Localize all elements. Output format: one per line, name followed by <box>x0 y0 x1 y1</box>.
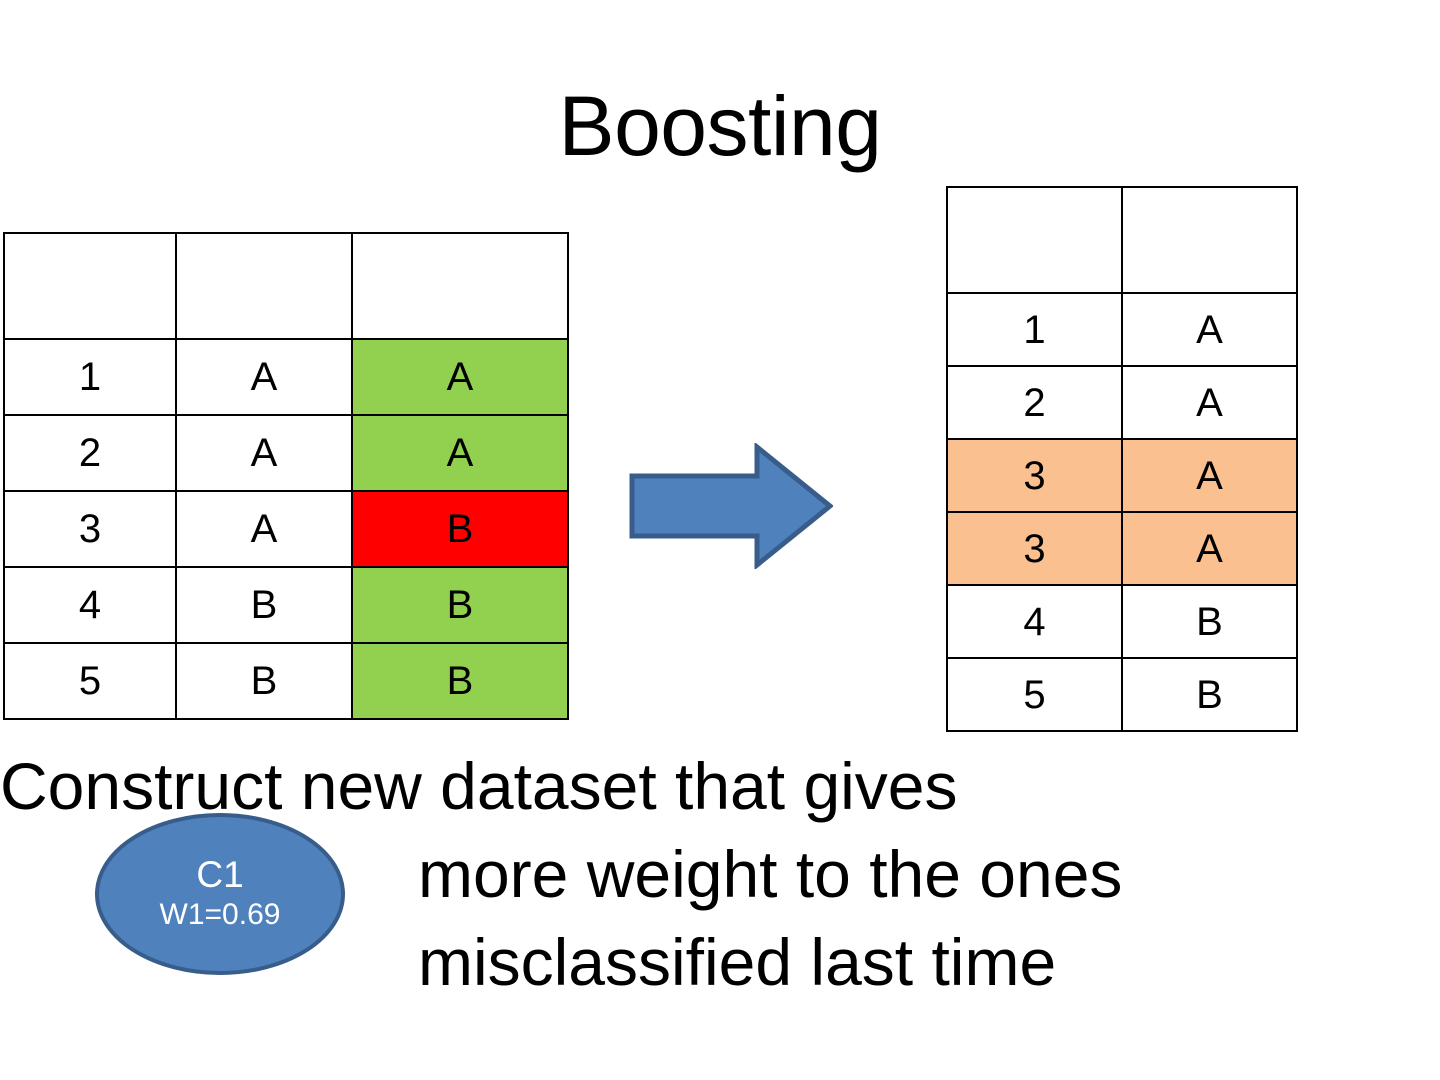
cell-predicted: B <box>351 566 569 644</box>
header-cell-true <box>175 232 353 340</box>
caption-text: Construct new dataset that gives more we… <box>0 742 1270 1006</box>
table-row: 3 A B <box>3 490 569 568</box>
table-row: 5 B <box>946 657 1298 732</box>
cell-label: A <box>1121 438 1298 513</box>
table-row: 5 B B <box>3 642 569 720</box>
header-cell-label <box>1121 186 1298 294</box>
cell-true: A <box>175 338 353 416</box>
cell-index: 3 <box>946 511 1123 586</box>
table-row: 1 A <box>946 292 1298 367</box>
cell-index: 2 <box>946 365 1123 440</box>
cell-index: 1 <box>946 292 1123 367</box>
table-row: 2 A <box>946 365 1298 440</box>
table-row: 4 B B <box>3 566 569 644</box>
cell-index: 3 <box>3 490 177 568</box>
cell-predicted: A <box>351 338 569 416</box>
cell-index: 4 <box>946 584 1123 659</box>
cell-true: A <box>175 490 353 568</box>
header-cell-index <box>3 232 177 340</box>
resampled-dataset-table: 1 A 2 A 3 A 3 A 4 B 5 B <box>946 186 1298 732</box>
caption-line-2: more weight to the ones <box>418 837 1123 911</box>
cell-index: 2 <box>3 414 177 492</box>
cell-label: A <box>1121 292 1298 367</box>
cell-predicted: B <box>351 642 569 720</box>
cell-index: 4 <box>3 566 177 644</box>
table-row: 4 B <box>946 584 1298 659</box>
ellipse-shape-icon <box>95 813 345 975</box>
caption-line-1: Construct new dataset that gives <box>0 749 958 823</box>
classifier-node: C1 W1=0.69 <box>94 812 346 976</box>
cell-index: 5 <box>3 642 177 720</box>
original-dataset-table: 1 A A 2 A A 3 A B 4 B B 5 B <box>3 232 569 720</box>
cell-label: A <box>1121 365 1298 440</box>
table-row-header <box>3 232 569 340</box>
page-title: Boosting <box>558 79 882 173</box>
cell-predicted: A <box>351 414 569 492</box>
header-cell-predicted <box>351 232 569 340</box>
cell-true: A <box>175 414 353 492</box>
table-row: 2 A A <box>3 414 569 492</box>
cell-label: B <box>1121 657 1298 732</box>
cell-predicted-misclassified: B <box>351 490 569 568</box>
table-row-header <box>946 186 1298 294</box>
table-row-reweighted: 3 A <box>946 511 1298 586</box>
cell-index: 1 <box>3 338 177 416</box>
right-arrow-icon <box>629 443 833 569</box>
cell-label: A <box>1121 511 1298 586</box>
cell-true: B <box>175 566 353 644</box>
cell-true: B <box>175 642 353 720</box>
cell-index: 3 <box>946 438 1123 513</box>
table-row-reweighted: 3 A <box>946 438 1298 513</box>
cell-index: 5 <box>946 657 1123 732</box>
header-cell-index <box>946 186 1123 294</box>
cell-label: B <box>1121 584 1298 659</box>
table-row: 1 A A <box>3 338 569 416</box>
caption-line-3: misclassified last time <box>418 925 1057 999</box>
